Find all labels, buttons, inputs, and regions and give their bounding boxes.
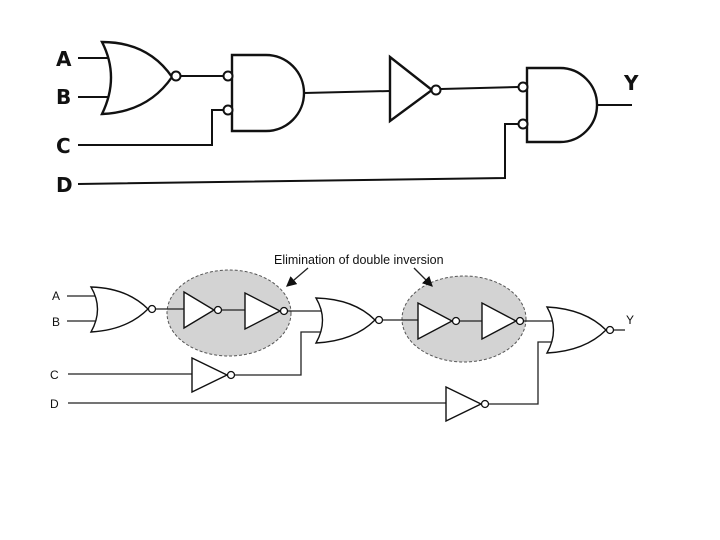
bottom-not-gate-d bbox=[445, 385, 483, 423]
bottom-input-label-b: B bbox=[52, 315, 60, 329]
top-input-label-d: D bbox=[56, 173, 73, 197]
bottom-not-gate-c bbox=[191, 356, 229, 394]
top-wire-and1-to-not bbox=[303, 90, 391, 94]
bottom-nor1-bubble bbox=[147, 304, 157, 314]
bottom-input-label-d: D bbox=[50, 397, 59, 411]
double-inversion-highlight-2 bbox=[401, 275, 527, 363]
bottom-nor2-bubble bbox=[374, 315, 384, 325]
bottom-wire-d-to-nor3 bbox=[489, 341, 552, 405]
bottom-not-gate-1 bbox=[183, 290, 216, 330]
top-wire-c bbox=[78, 109, 224, 146]
bottom-not-gate-3 bbox=[417, 301, 454, 341]
bottom-circuit: Elimination of double inversion A B C D … bbox=[50, 253, 634, 423]
annotation-arrow-right bbox=[413, 267, 433, 287]
top-not-bubble bbox=[430, 84, 442, 96]
bottom-nor-gate-1 bbox=[89, 286, 149, 333]
annotation-arrow-left bbox=[286, 267, 309, 287]
top-and-gate-1 bbox=[230, 53, 306, 133]
bottom-not2-bubble bbox=[279, 306, 289, 316]
top-input-label-a: A bbox=[56, 47, 72, 71]
bottom-nor-gate-3 bbox=[545, 306, 607, 354]
bottom-not1-bubble bbox=[213, 305, 223, 315]
top-and2-input-bubble-2 bbox=[517, 118, 529, 130]
top-and1-input-bubble-1 bbox=[222, 70, 234, 82]
top-and1-input-bubble-2 bbox=[222, 104, 234, 116]
bottom-not-d-bubble bbox=[480, 399, 490, 409]
double-inversion-annotation: Elimination of double inversion bbox=[274, 253, 444, 267]
top-input-label-b: B bbox=[56, 85, 71, 109]
double-inversion-highlight-1 bbox=[166, 269, 292, 357]
bottom-not-gate-2 bbox=[244, 291, 282, 331]
top-wire-not-to-and2 bbox=[440, 86, 519, 90]
bottom-nor3-bubble bbox=[605, 325, 615, 335]
bottom-output-label-y: Y bbox=[626, 313, 634, 327]
top-circuit: A B C D Y bbox=[56, 40, 639, 197]
bottom-not-gate-4 bbox=[481, 301, 518, 341]
bottom-input-label-c: C bbox=[50, 368, 59, 382]
top-not-gate bbox=[388, 54, 434, 124]
top-nor-gate bbox=[100, 40, 174, 116]
bottom-input-label-a: A bbox=[52, 289, 60, 303]
bottom-not4-bubble bbox=[515, 316, 525, 326]
bottom-nor-gate-2 bbox=[314, 297, 376, 344]
top-output-label-y: Y bbox=[623, 71, 639, 95]
top-and-gate-2 bbox=[525, 66, 599, 144]
top-input-label-c: C bbox=[56, 134, 71, 158]
bottom-wire-c-to-nor2 bbox=[235, 331, 321, 376]
top-wire-d bbox=[77, 123, 518, 185]
top-and2-input-bubble-1 bbox=[517, 81, 529, 93]
top-nor-bubble bbox=[170, 70, 182, 82]
bottom-not-c-bubble bbox=[226, 370, 236, 380]
bottom-not3-bubble bbox=[451, 316, 461, 326]
